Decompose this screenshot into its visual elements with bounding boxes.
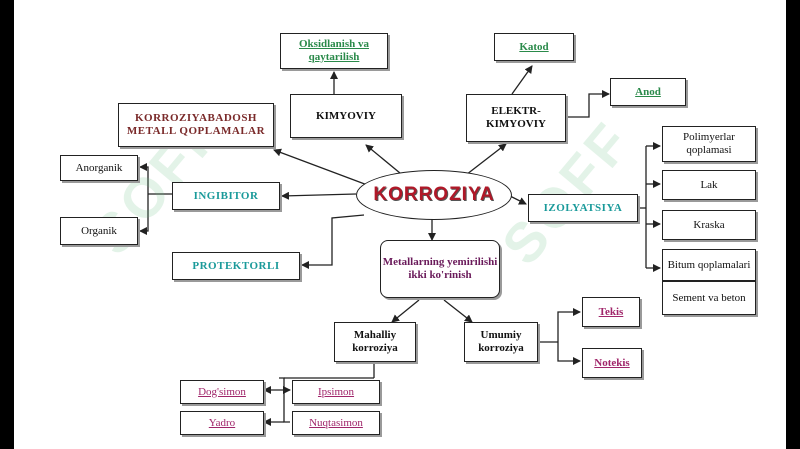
node-mahalliy: Mahalliy korroziya	[334, 322, 416, 362]
node-protektorli: PROTEKTORLI	[172, 252, 300, 280]
node-dogsimon: Dog'simon	[180, 380, 264, 404]
node-qoplamalar: KORROZIYABADOSH METALL QOPLAMALAR	[118, 103, 274, 147]
node-notekis: Notekis	[582, 348, 642, 378]
node-nuqtasimon: Nuqtasimon	[292, 411, 380, 435]
node-ingibitor: INGIBITOR	[172, 182, 280, 210]
node-izolyatsiya: IZOLYATSIYA	[528, 194, 638, 222]
connector-lines	[139, 65, 661, 426]
node-anod: Anod	[610, 78, 686, 106]
center-label: KORROZIYA	[373, 184, 495, 205]
node-kraska: Kraska	[662, 210, 756, 240]
node-yemirilish: Metallarning yemirilishi ikki ko'rinish	[380, 240, 500, 298]
node-bitum: Bitum qoplamalari	[662, 249, 756, 281]
node-sement: Sement va beton	[662, 281, 756, 315]
node-umumiy: Umumiy korroziya	[464, 322, 538, 362]
node-lak: Lak	[662, 170, 756, 200]
node-yadro: Yadro	[180, 411, 264, 435]
node-elektrokimyoviy: ELEKTR-KIMYOVIY	[466, 94, 566, 142]
node-oksidlanish: Oksidlanish va qaytarilish	[280, 33, 388, 69]
node-ipsimon: Ipsimon	[292, 380, 380, 404]
node-katod: Katod	[494, 33, 574, 61]
diagram-canvas: SOFF SOFF KORROZIYA Oksidlanish va qayta…	[14, 0, 786, 449]
node-tekis: Tekis	[582, 297, 640, 327]
node-kimyoviy: KIMYOVIY	[290, 94, 402, 138]
node-organik: Organik	[60, 217, 138, 245]
node-anorganik: Anorganik	[60, 155, 138, 181]
node-polimyerlar: Polimyerlar qoplamasi	[662, 126, 756, 162]
center-node: KORROZIYA	[356, 170, 512, 220]
